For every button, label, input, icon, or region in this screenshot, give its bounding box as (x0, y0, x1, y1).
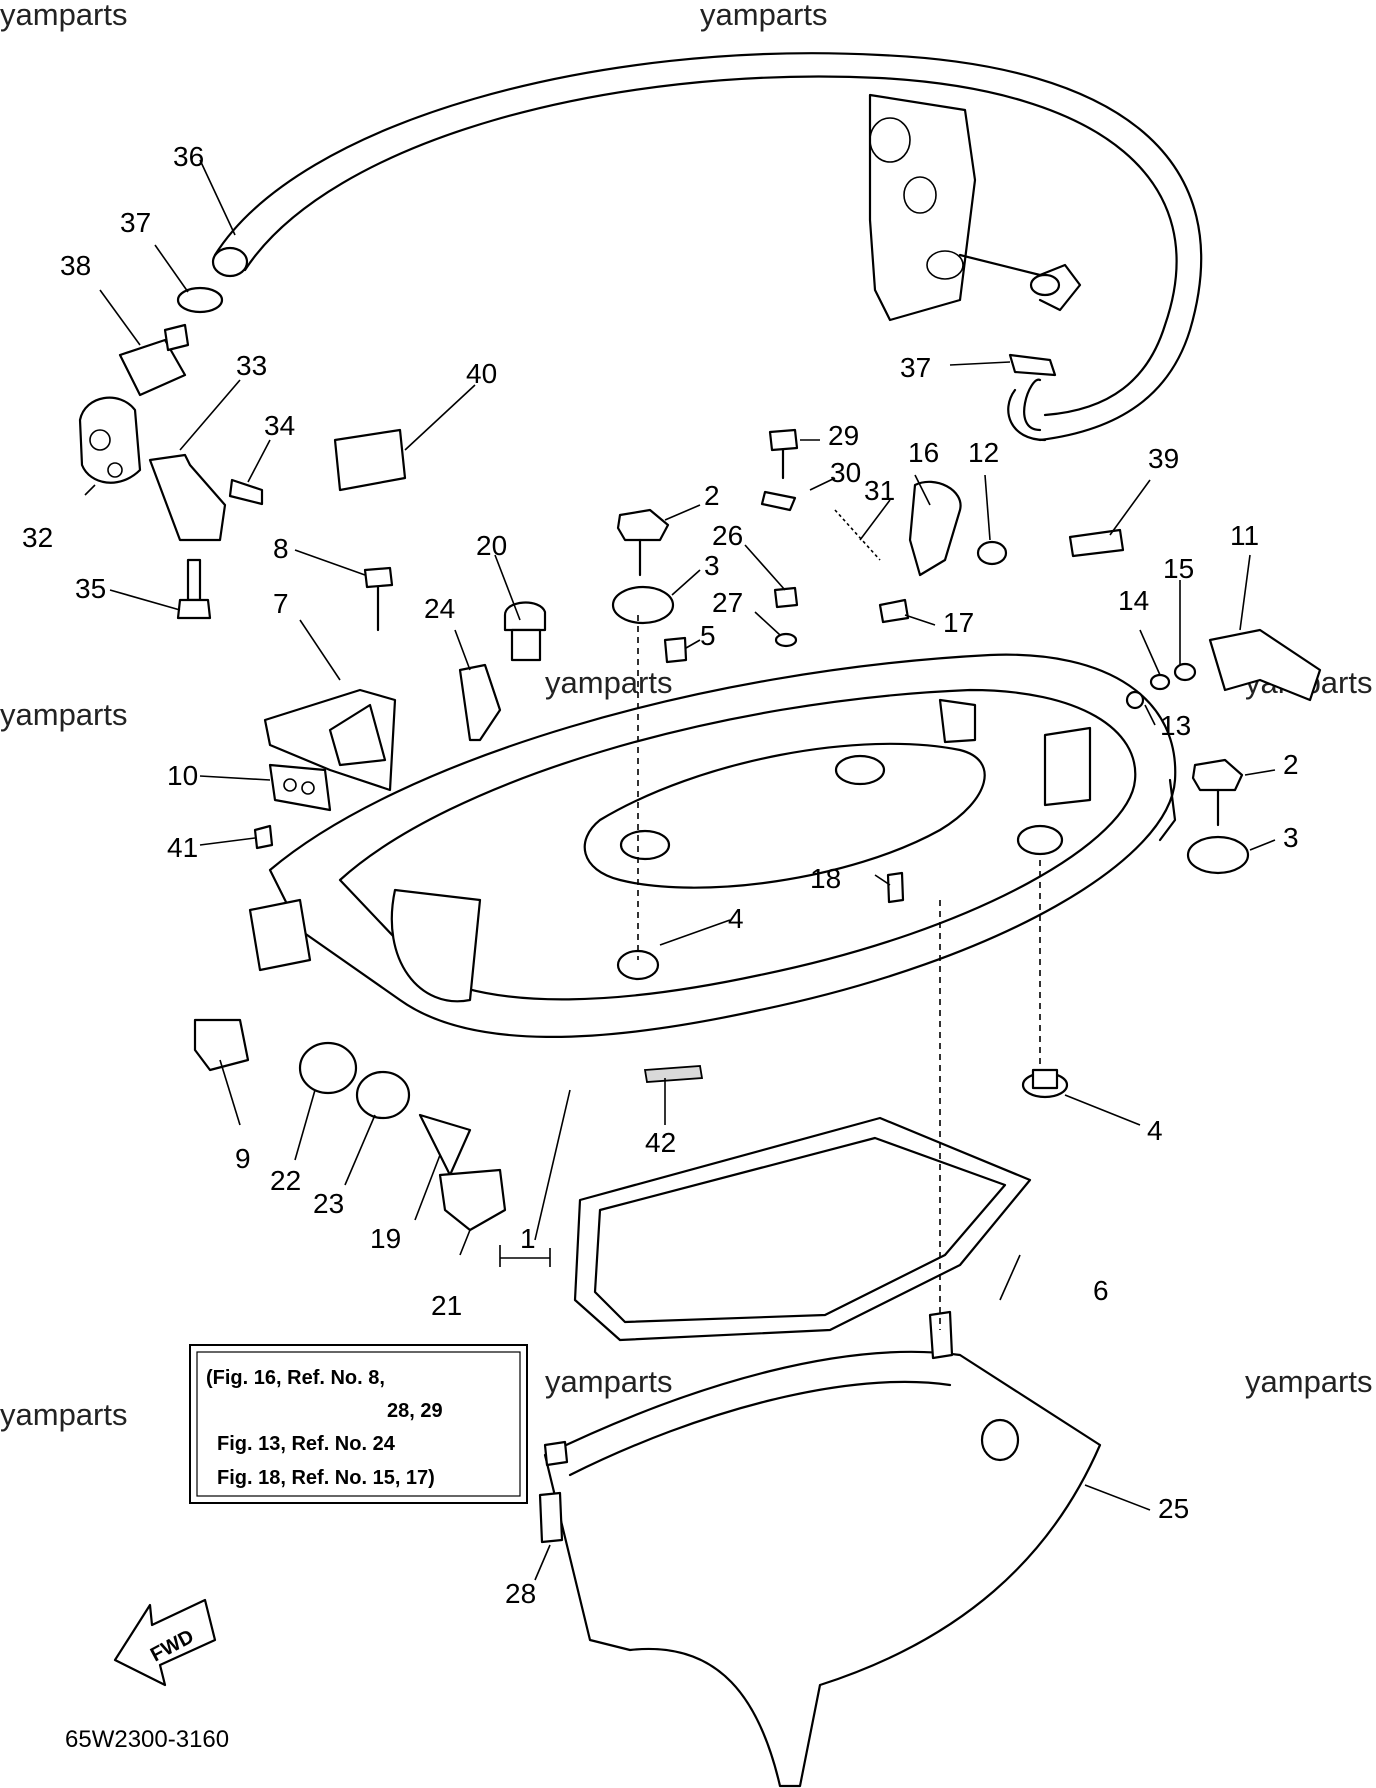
callout-36: 36 (173, 141, 204, 172)
callout-15: 15 (1163, 553, 1194, 584)
callout-labels: 36 37 38 33 40 34 32 35 8 7 24 20 10 41 … (22, 141, 1299, 1609)
callout-23: 23 (313, 1188, 344, 1219)
callout-35: 35 (75, 573, 106, 604)
callout-16: 16 (908, 437, 939, 468)
callout-21: 21 (431, 1290, 462, 1321)
callout-4: 4 (728, 903, 744, 934)
callout-7: 7 (273, 588, 289, 619)
note-line-3: Fig. 13, Ref. No. 24 (217, 1433, 396, 1455)
callout-20: 20 (476, 530, 507, 561)
callout-24: 24 (424, 593, 455, 624)
mount-hardware (611, 508, 1250, 1099)
callout-30: 30 (830, 457, 861, 488)
leader-lines (84, 159, 1276, 1581)
bracket-7-and-10 (253, 688, 397, 850)
lower-cover-25 (538, 1310, 1102, 1788)
left-small-parts (78, 286, 264, 620)
callout-5: 5 (700, 620, 716, 651)
watermark: yamparts (0, 0, 127, 32)
callout-6: 6 (1093, 1275, 1109, 1306)
callout-12: 12 (968, 437, 999, 468)
seal-6 (573, 1116, 1032, 1342)
callout-26: 26 (712, 520, 743, 551)
callout-14: 14 (1118, 585, 1149, 616)
callout-1: 1 (520, 1223, 536, 1254)
callout-38: 38 (60, 250, 91, 281)
front-plugs (193, 1018, 507, 1232)
watermark: yamparts (700, 0, 827, 32)
callout-32: 32 (22, 522, 53, 553)
callout-18: 18 (810, 863, 841, 894)
callout-42: 42 (645, 1127, 676, 1158)
callout-40: 40 (466, 358, 497, 389)
callout-27: 27 (712, 587, 743, 618)
reference-note-box: (Fig. 16, Ref. No. 8, 28, 29 Fig. 13, Re… (189, 1344, 528, 1504)
label-40-sticker (333, 428, 407, 492)
callout-13: 13 (1160, 710, 1191, 741)
note-line-4: Fig. 18, Ref. No. 15, 17) (217, 1467, 435, 1489)
watermark: yamparts (1245, 1364, 1372, 1399)
callout-11: 11 (1230, 520, 1259, 551)
callout-34: 34 (264, 410, 295, 441)
callout-33: 33 (236, 350, 267, 381)
hose-clip-37-right (1007, 353, 1057, 442)
diagram-code: 65W2300-3160 (65, 1726, 229, 1753)
engine-block-fragment (868, 93, 1082, 322)
watermark: yamparts (0, 697, 127, 732)
callout-41: 41 (167, 832, 198, 863)
callout-31: 31 (864, 475, 895, 506)
callout-3: 3 (704, 550, 720, 581)
lever-11-set (886, 628, 1322, 904)
callout-3: 3 (1283, 822, 1299, 853)
upper-left-fasteners (363, 566, 547, 742)
callout-4: 4 (1147, 1115, 1163, 1146)
fwd-arrow-icon: FWD (113, 1598, 217, 1687)
watermark: yamparts (545, 1364, 672, 1399)
watermark: yamparts (0, 1397, 127, 1432)
callout-17: 17 (943, 607, 974, 638)
callout-10: 10 (167, 760, 198, 791)
bottom-cowling-1 (248, 653, 1177, 1083)
callout-25: 25 (1158, 1493, 1189, 1524)
callout-8: 8 (273, 533, 289, 564)
callout-2: 2 (1283, 749, 1299, 780)
watermark: yamparts (545, 665, 672, 700)
note-line-2: 28, 29 (387, 1400, 443, 1422)
lever-linkage (663, 428, 1125, 664)
callout-19: 19 (370, 1223, 401, 1254)
note-line-1: (Fig. 16, Ref. No. 8, (206, 1367, 385, 1389)
callout-2: 2 (704, 480, 720, 511)
hose-36 (211, 52, 1203, 442)
callout-9: 9 (235, 1143, 251, 1174)
callout-28: 28 (505, 1578, 536, 1609)
callout-39: 39 (1148, 443, 1179, 474)
callout-37: 37 (120, 207, 151, 238)
callout-29: 29 (828, 420, 859, 451)
callout-37: 37 (900, 352, 931, 383)
callout-22: 22 (270, 1165, 301, 1196)
